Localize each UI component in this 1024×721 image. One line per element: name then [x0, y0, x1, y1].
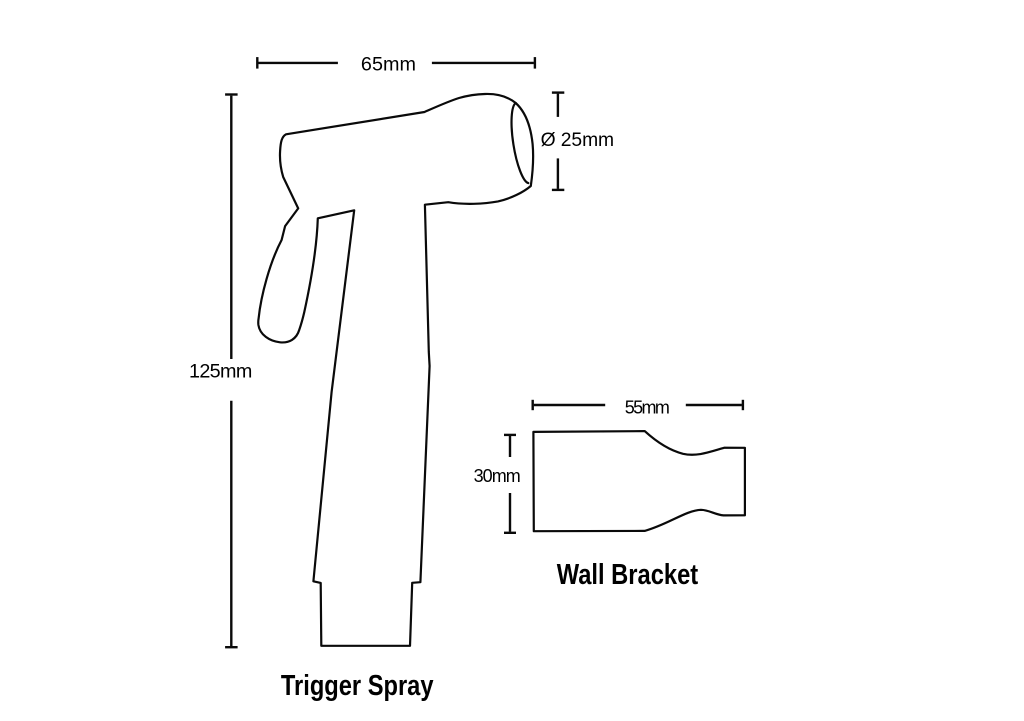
svg-text:65mm: 65mm: [361, 54, 416, 76]
svg-text:Trigger Spray: Trigger Spray: [281, 670, 434, 702]
svg-text:Wall Bracket: Wall Bracket: [557, 558, 699, 590]
svg-text:Ø 25mm: Ø 25mm: [541, 130, 615, 151]
svg-text:30mm: 30mm: [474, 466, 521, 486]
svg-text:55mm: 55mm: [625, 397, 670, 417]
svg-text:125mm: 125mm: [189, 360, 252, 382]
